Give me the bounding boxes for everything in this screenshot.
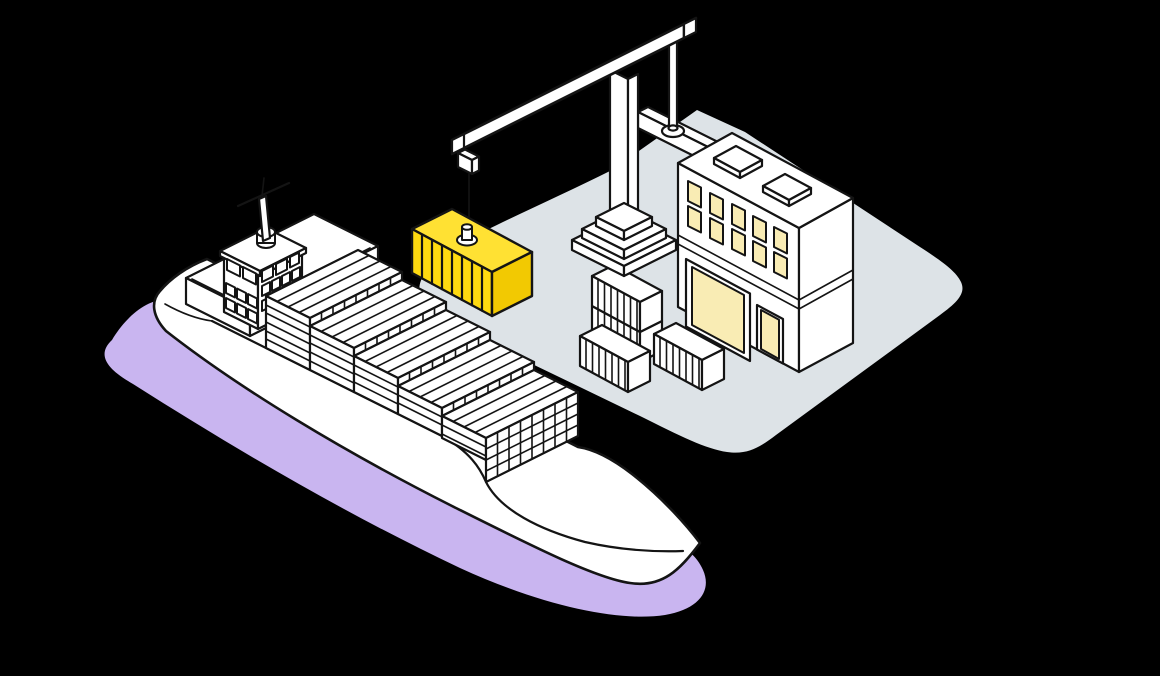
building-window <box>709 192 724 221</box>
storefront-window <box>684 257 752 363</box>
corrugation-lines <box>420 233 484 312</box>
building-door <box>755 303 785 365</box>
hanging-container <box>410 207 534 318</box>
yard-container-single-left <box>578 323 652 394</box>
crane-pedestal <box>570 201 678 278</box>
boom-left-cap <box>450 132 466 156</box>
cargo-ship <box>104 177 706 617</box>
building-window <box>752 240 767 269</box>
building-window <box>773 226 788 255</box>
roof-vent <box>761 172 813 208</box>
container-lift-pin <box>456 223 478 247</box>
stern-deck-line <box>164 303 213 322</box>
mast-pole <box>257 194 272 243</box>
mast-tip <box>261 177 265 197</box>
cargo-bay <box>264 248 404 372</box>
boom-right-cap <box>682 16 698 40</box>
building-window <box>731 228 746 257</box>
ship-mast <box>236 177 291 249</box>
cargo-bay <box>440 368 580 484</box>
deck-sheer-line <box>210 319 685 553</box>
crane-mast <box>608 68 640 234</box>
building-window <box>773 251 788 280</box>
cargo-bay <box>308 278 448 394</box>
corrugation-lines <box>659 336 700 390</box>
building-window <box>731 203 746 232</box>
deck-cargo <box>264 248 580 484</box>
bow-grid-face <box>484 390 580 484</box>
building-upper-windows <box>687 180 788 280</box>
mast-crossbar <box>236 181 291 208</box>
corrugation-lines <box>585 338 626 392</box>
hook-block <box>456 148 481 176</box>
floor-band <box>677 234 854 310</box>
container-side <box>490 250 534 318</box>
corrugation-lines <box>597 278 638 332</box>
cargo-bay <box>352 308 492 416</box>
stacked-container-top <box>590 263 664 334</box>
crane-boom <box>450 16 698 156</box>
crane-cable-to-rail <box>667 40 679 129</box>
yard-container-single-right <box>652 321 726 392</box>
building-window <box>687 205 702 234</box>
warehouse-building <box>676 131 855 374</box>
building-window <box>709 217 724 246</box>
building-window <box>687 180 702 209</box>
building-window <box>752 215 767 244</box>
crane <box>450 16 698 278</box>
roof-vent <box>712 144 764 180</box>
